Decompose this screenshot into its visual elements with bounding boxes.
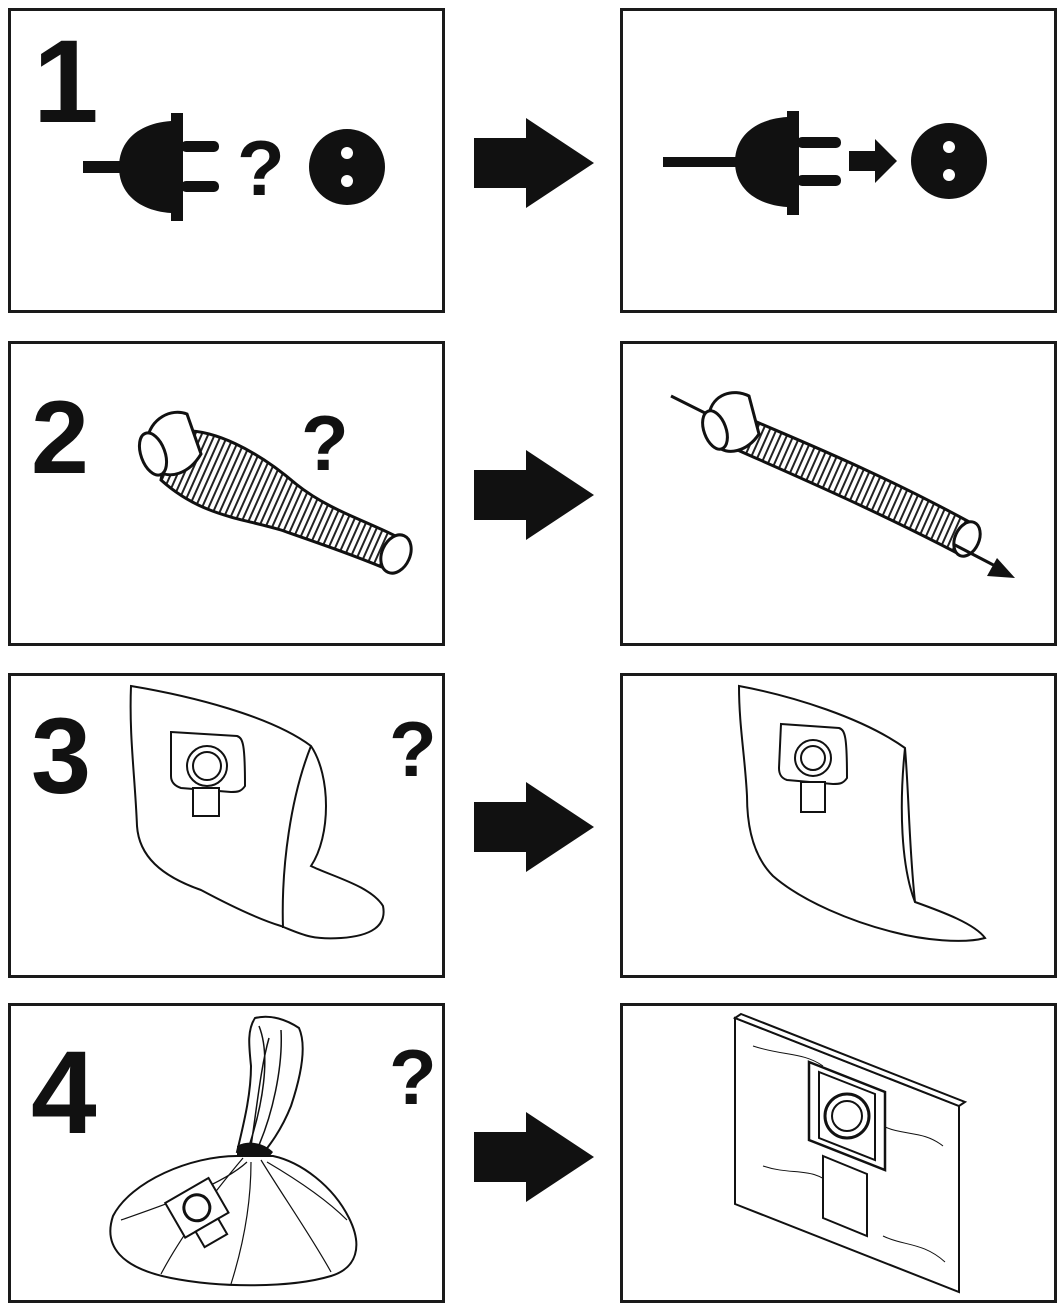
step-number: 3 [31,695,92,816]
hose-icon [137,410,413,575]
right-arrow-icon [474,1112,594,1202]
right-arrow-icon [474,118,594,208]
step-number: 1 [33,16,99,148]
step-number: 4 [31,1027,97,1159]
step-4-problem-panel: 4 ? [8,1003,445,1303]
step-1-solution-panel [620,8,1057,313]
question-mark: ? [389,1033,437,1121]
plug-into-socket-icon [663,111,987,215]
new-dust-bag-icon [732,1012,968,1294]
plug-icon [83,113,219,221]
socket-icon [309,129,385,205]
tied-bag-icon [109,1015,358,1287]
dust-bag-icon [737,684,987,942]
step-4-solution-panel [620,1003,1057,1303]
clear-hose-icon [670,391,1015,578]
right-arrow-icon [474,450,594,540]
step-3-problem-panel: 3 ? [8,673,445,978]
right-arrow-icon [474,782,594,872]
question-mark: ? [301,399,349,487]
step-1-problem-panel: 1 ? [8,8,445,313]
step-2-solution-panel [620,341,1057,646]
question-mark: ? [237,124,285,212]
step-number: 2 [31,380,89,496]
question-mark: ? [389,705,437,793]
full-dust-bag-icon [129,684,385,940]
step-3-solution-panel [620,673,1057,978]
step-2-problem-panel: 2 ? [8,341,445,646]
